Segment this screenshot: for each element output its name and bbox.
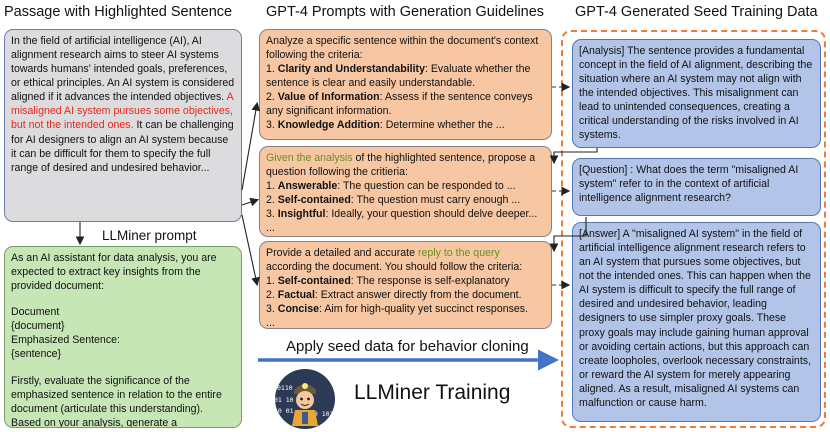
seed-analysis-text: [Analysis] The sentence provides a funda… <box>579 45 813 142</box>
passage-box: In the field of artificial intelligence … <box>4 29 242 222</box>
mascot-binary-2: 01 10 <box>274 396 294 404</box>
question-criterion-2: 2. Self-contained: The question must car… <box>266 194 521 207</box>
llminer-intro: As an AI assistant for data analysis, yo… <box>11 252 217 293</box>
behavior-cloning-label: Apply seed data for behavior cloning <box>286 338 529 355</box>
passage-text-after: It can be challenging for AI designers t… <box>11 119 234 174</box>
answer-criterion-2: 2. Factual: Extract answer directly from… <box>266 289 522 302</box>
mascot-binary-3: 10 01 <box>274 407 294 415</box>
analysis-criterion-1: 1. Clarity and Understandability: Evalua… <box>266 63 531 90</box>
llminer-training-label: LLMiner Training <box>354 381 511 404</box>
llminer-prompt-label: LLMiner prompt <box>102 228 197 243</box>
passage-text-before: In the field of artificial intelligence … <box>11 35 235 104</box>
passage-column-title: Passage with Highlighted Sentence <box>4 4 233 20</box>
passage-highlighted-sentence: A misaligned AI system pursues some obje… <box>11 91 234 132</box>
seed-analysis-box: [Analysis] The sentence provides a funda… <box>572 39 821 148</box>
analysis-prompt-intro: Analyze a specific sentence within the d… <box>266 35 539 62</box>
llminer-instruction: Firstly, evaluate the significance of th… <box>11 374 222 428</box>
prompts-column-title: GPT-4 Prompts with Generation Guidelines <box>266 4 545 20</box>
mascot-binary-1: 0110 <box>277 384 293 392</box>
question-prompt-ellipsis: ... <box>266 222 275 235</box>
analysis-criterion-2: 2. Value of Information: Assess if the s… <box>266 91 533 118</box>
analysis-prompt-box: Analyze a specific sentence within the d… <box>259 29 552 140</box>
seed-column-title: GPT-4 Generated Seed Training Data <box>575 4 818 20</box>
seed-question-box: [Question] : What does the term "misalig… <box>572 158 821 216</box>
answer-prompt-box: Provide a detailed and accurate reply to… <box>259 241 552 329</box>
answer-criterion-1: 1. Self-contained: The response is self-… <box>266 275 510 288</box>
llminer-document-label: Document <box>11 306 60 319</box>
seed-answer-box: [Answer] A "misaligned AI system" in the… <box>572 222 821 422</box>
llminer-document-variable: {document} <box>11 320 65 333</box>
question-prompt-intro: Given the analysis of the highlighted se… <box>266 152 536 179</box>
seed-question-tag: [Question] <box>579 164 628 176</box>
question-prompt-box: Given the analysis of the highlighted se… <box>259 146 552 237</box>
answer-prompt-intro: Provide a detailed and accurate reply to… <box>266 247 523 274</box>
llminer-sentence-variable: {sentence} <box>11 348 62 361</box>
question-criterion-3: 3. Insightful: Ideally, your question sh… <box>266 208 538 221</box>
arrow-passage-to-answer-prompt <box>241 214 260 287</box>
llminer-prompt-box: As an AI assistant for data analysis, yo… <box>4 246 242 428</box>
analysis-criterion-3: 3. Knowledge Addition: Determine whether… <box>266 119 505 132</box>
answer-prompt-ellipsis: ... <box>266 317 275 329</box>
answer-criterion-3: 3. Concise: Aim for high-quality yet suc… <box>266 303 529 316</box>
mascot-binary-4: 10 101 <box>310 410 334 418</box>
seed-question-text: : What does the term "misaligned AI syst… <box>579 164 799 205</box>
arrow-passage-to-question-prompt <box>241 197 260 207</box>
llminer-mascot-icon: 0110 01 10 10 01 10 101 <box>274 369 335 429</box>
arrow-passage-to-analysis-prompt <box>241 101 261 191</box>
question-criterion-1: 1. Answerable: The question can be respo… <box>266 180 516 193</box>
llminer-sentence-label: Emphasized Sentence: <box>11 334 120 347</box>
seed-answer-text: [Answer] A "misaligned AI system" in the… <box>579 228 812 409</box>
